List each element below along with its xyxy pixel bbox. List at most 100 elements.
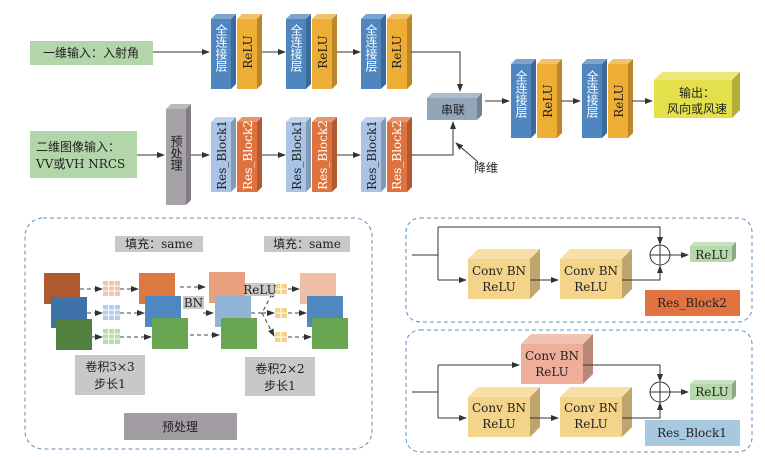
rb1-conv2-line1: Conv BN — [564, 401, 618, 415]
output-block — [654, 72, 740, 118]
rb2-conv1-line2: ReLU — [482, 280, 516, 294]
rb2-conv2-line1: Conv BN — [564, 264, 618, 278]
rb2-relu-label: ReLU — [695, 248, 729, 262]
conv1-line1: 卷积3×3 — [85, 359, 134, 374]
res-block1-3-label: Res_Block1 — [365, 120, 379, 190]
merge-fc-block-1 — [511, 59, 536, 138]
relu-3-label: ReLU — [390, 35, 404, 69]
input-1d-label: 一维输入：入射角 — [43, 45, 139, 60]
merge-fc-2-label: 全连接层 — [585, 69, 599, 119]
res-block2-2 — [312, 117, 337, 192]
rb2-conv-block-1 — [468, 249, 540, 299]
feature-map-3-3 — [221, 318, 257, 349]
rb1-conv-top-line1: Conv BN — [525, 349, 579, 363]
rb1-relu-block — [690, 380, 736, 400]
padding-2-box — [264, 236, 350, 252]
fc-layer-block-3 — [361, 14, 386, 89]
kernel-2x2-3 — [275, 332, 287, 342]
rb2-conv1-line1: Conv BN — [472, 264, 526, 278]
rb1-conv2-line2: ReLU — [574, 417, 608, 431]
fc-layer-3-label: 全连接层 — [364, 23, 378, 73]
feature-maps — [44, 272, 348, 350]
rb1-conv-block-top — [521, 334, 593, 384]
merge-fc-block-2 — [582, 59, 607, 138]
connectors — [137, 49, 653, 163]
res-block1-2-label: Res_Block1 — [290, 120, 304, 190]
merge-relu-block-2 — [608, 59, 633, 138]
merge-relu-2-label: ReLU — [612, 84, 626, 118]
rb1-conv1-line2: ReLU — [482, 417, 516, 431]
rb1-conv-block-2 — [560, 387, 632, 437]
padding-1-box — [115, 236, 203, 252]
res-block2-3 — [387, 117, 412, 192]
input-2d-box — [30, 131, 137, 178]
output-line2: 风向或风速 — [667, 101, 727, 116]
relu-2-label: ReLU — [316, 35, 330, 69]
feature-map-1-3 — [56, 319, 92, 350]
bn-label: BN — [184, 296, 203, 310]
padding-2-label: 填充：same — [273, 236, 341, 251]
feature-map-2-3 — [152, 318, 188, 349]
output-line1: 输出： — [679, 85, 715, 100]
fc-layer-1-label: 全连接层 — [214, 23, 228, 73]
preprocess-detail-panel: 填充：same 填充：same BN ReLU 卷积3×3 步长1 卷积2×2 … — [24, 217, 373, 450]
relu-box — [245, 283, 275, 296]
input-2d-line1: 二维图像输入： — [36, 139, 120, 154]
preprocess-label: 预处理 — [169, 135, 183, 171]
preprocess-title: 预处理 — [162, 420, 198, 434]
feature-map-4-3 — [312, 318, 348, 349]
res-block2-3-label: Res_Block2 — [390, 120, 404, 190]
conv1-line2: 步长1 — [94, 377, 126, 391]
rb2-relu-block — [690, 242, 736, 262]
merge-relu-block-1 — [537, 59, 562, 138]
res-block2-1-label: Res_Block2 — [241, 120, 255, 190]
rb1-relu-label: ReLU — [695, 385, 729, 399]
rb1-conv-block-1 — [468, 387, 540, 437]
res-block1-panel: Conv BN ReLU Conv BN ReLU Conv BN ReLU R… — [405, 329, 753, 453]
rb1-conv-top-line2: ReLU — [535, 365, 569, 379]
kernel-3x3-3 — [103, 329, 120, 344]
input-1d-box — [30, 41, 153, 65]
fc-layer-block-1 — [211, 14, 236, 89]
block-shapes — [166, 14, 740, 437]
res-block2-panel: Conv BN ReLU Conv BN ReLU ReLU Res_Block… — [405, 217, 753, 323]
relu-block-3 — [387, 14, 412, 89]
bn-box — [183, 296, 204, 309]
kernel-3x3-1 — [103, 281, 120, 296]
rb2-title-box — [645, 290, 740, 316]
res-block2-2-label: Res_Block2 — [316, 120, 330, 190]
feature-arrows — [80, 284, 312, 340]
res-block1-1 — [211, 117, 236, 192]
conv1-box — [75, 355, 145, 395]
res-block2-1 — [237, 117, 262, 192]
concat-block — [427, 93, 482, 120]
relu-1-label: ReLU — [241, 35, 255, 69]
res-block1-3 — [361, 117, 386, 192]
rb2-title: Res_Block2 — [657, 296, 727, 310]
input-2d-line2: VV或VH NRCS — [35, 157, 125, 171]
res-block1-1-label: Res_Block1 — [215, 120, 229, 190]
rb2-conv2-line2: ReLU — [574, 280, 608, 294]
rb1-title: Res_Block1 — [657, 426, 727, 440]
merge-fc-1-label: 全连接层 — [514, 69, 528, 119]
conv2-box — [245, 357, 315, 396]
fc-layer-2-label: 全连接层 — [289, 23, 303, 73]
padding-1-label: 填充：same — [125, 236, 193, 251]
relu-block-1 — [237, 14, 262, 89]
relu-label: ReLU — [243, 283, 277, 297]
kernel-3x3-2 — [103, 305, 120, 320]
res-block1-2 — [286, 117, 311, 192]
rb1-title-box — [645, 420, 740, 446]
fc-layer-block-2 — [286, 14, 311, 89]
relu-block-2 — [312, 14, 337, 89]
rb1-conv1-line1: Conv BN — [472, 401, 526, 415]
conv2-line1: 卷积2×2 — [255, 361, 304, 376]
reduce-dim-label: 降维 — [474, 161, 498, 175]
kernel-2x2-1 — [275, 284, 287, 294]
merge-relu-1-label: ReLU — [541, 84, 555, 118]
kernel-2x2-2 — [275, 308, 287, 318]
preprocess-title-box — [124, 413, 237, 440]
conv2-line2: 步长1 — [264, 379, 296, 393]
concat-label: 串联 — [441, 103, 465, 117]
